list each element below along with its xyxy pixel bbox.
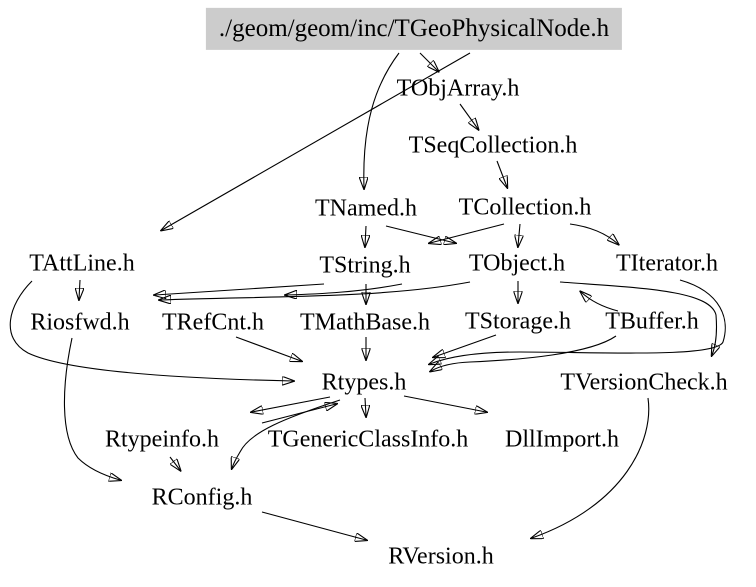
graph-node-TCollection[interactable]: TCollection.h xyxy=(458,194,592,221)
edge-TAttLine-Riosfwd xyxy=(79,279,80,299)
edge-TNamed-TObject xyxy=(385,225,455,243)
edge-Rtypes-TGenericClassInfo xyxy=(365,397,366,416)
graph-node-TNamed[interactable]: TNamed.h xyxy=(315,195,417,222)
edge-TCollection-TIterator xyxy=(569,223,618,244)
graph-node-TMathBase[interactable]: TMathBase.h xyxy=(300,309,430,336)
graph-node-TObject[interactable]: TObject.h xyxy=(468,250,566,277)
graph-node-Rtypes[interactable]: Rtypes.h xyxy=(321,369,407,396)
edge-TSeqCollection-TCollection xyxy=(496,160,507,187)
edge-root-TNamed xyxy=(364,52,400,188)
edge-TObject-Riosfwd xyxy=(160,281,471,300)
edge-Rtypes-Rtypeinfo xyxy=(252,396,331,412)
edge-TCollection-TObject xyxy=(518,223,520,246)
graph-node-TGenericClassInfo[interactable]: TGenericClassInfo.h xyxy=(267,426,469,453)
graph-node-Riosfwd[interactable]: Riosfwd.h xyxy=(30,309,130,336)
edge-TStorage-Rtypes xyxy=(434,334,497,357)
edge-RConfig-RVersion xyxy=(261,511,366,540)
edge-TCollection-TString xyxy=(430,223,505,243)
graph-node-TBuffer[interactable]: TBuffer.h xyxy=(605,308,699,335)
graph-node-Rtypeinfo[interactable]: Rtypeinfo.h xyxy=(105,426,219,453)
graph-node-TAttLine[interactable]: TAttLine.h xyxy=(29,250,135,277)
edge-TRefCnt-Rtypes xyxy=(235,336,301,361)
edge-TObjArray-TSeqCollection xyxy=(459,103,478,129)
edge-root-TObjArray xyxy=(419,52,438,71)
graph-node-TRefCnt[interactable]: TRefCnt.h xyxy=(162,309,264,336)
edge-Rtypes-DllImport xyxy=(403,395,486,412)
edge-TAttLine-Rtypes xyxy=(9,280,293,381)
graph-node-DllImport[interactable]: DllImport.h xyxy=(505,426,619,453)
edge-TBuffer-Rtypes xyxy=(431,335,617,371)
graph-node-TString[interactable]: TString.h xyxy=(319,252,411,279)
edge-Riosfwd-RConfig xyxy=(63,337,120,480)
edge-TGenericClassInfo-Rtypes xyxy=(261,404,336,424)
edge-root-TAttLine xyxy=(162,52,471,230)
graph-node-TIterator[interactable]: TIterator.h xyxy=(616,250,718,277)
edge-TNamed-TString xyxy=(365,225,366,246)
graph-node-RVersion[interactable]: RVersion.h xyxy=(388,543,494,570)
edge-TObject-TVersionCheck xyxy=(559,281,717,355)
graph-node-TObjArray[interactable]: TObjArray.h xyxy=(396,75,520,102)
graph-node-TSeqCollection[interactable]: TSeqCollection.h xyxy=(408,132,578,159)
edge-Rtypeinfo-RConfig xyxy=(169,456,180,470)
graph-node-TStorage[interactable]: TStorage.h xyxy=(465,308,571,335)
graph-node-RConfig[interactable]: RConfig.h xyxy=(151,484,253,511)
edge-TString-Riosfwd xyxy=(155,283,325,295)
edge-TVersionCheck-RVersion xyxy=(532,397,650,538)
edge-TIterator-Rtypes xyxy=(430,279,726,364)
edge-TString-TRefCnt xyxy=(286,283,403,295)
edge-TBuffer-TObject xyxy=(581,292,619,312)
graph-node-TVersionCheck[interactable]: TVersionCheck.h xyxy=(560,369,728,396)
graph-root-node: ./geom/geom/inc/TGeoPhysicalNode.h xyxy=(205,7,623,51)
